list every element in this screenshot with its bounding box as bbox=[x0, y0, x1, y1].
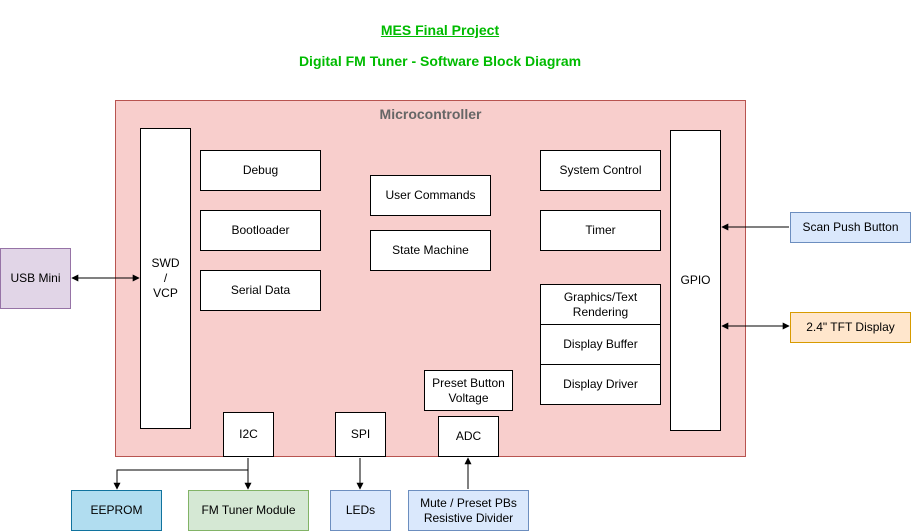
timer-block: Timer bbox=[540, 210, 661, 251]
debug-block: Debug bbox=[200, 150, 321, 191]
display-driver-block: Display Driver bbox=[540, 364, 661, 405]
adc-block: ADC bbox=[438, 416, 499, 457]
state-machine-block: State Machine bbox=[370, 230, 491, 271]
mute-preset-divider-block: Mute / Preset PBs Resistive Divider bbox=[408, 490, 529, 531]
user-commands-block: User Commands bbox=[370, 175, 491, 216]
gpio-block: GPIO bbox=[670, 130, 721, 431]
swd-vcp-block: SWD / VCP bbox=[140, 128, 191, 429]
i2c-block: I2C bbox=[223, 412, 274, 457]
scan-push-button-block: Scan Push Button bbox=[790, 212, 911, 243]
microcontroller-title: Microcontroller bbox=[379, 106, 482, 122]
display-buffer-block: Display Buffer bbox=[540, 324, 661, 365]
diagram-title: MES Final Project bbox=[380, 22, 500, 38]
diagram-subtitle: Digital FM Tuner - Software Block Diagra… bbox=[298, 53, 582, 69]
graphics-rendering-block: Graphics/Text Rendering bbox=[540, 284, 661, 325]
preset-button-voltage-block: Preset Button Voltage bbox=[424, 370, 513, 411]
bootloader-block: Bootloader bbox=[200, 210, 321, 251]
tft-display-block: 2.4" TFT Display bbox=[790, 312, 911, 343]
spi-block: SPI bbox=[335, 412, 386, 457]
i2c-eeprom-arrow bbox=[113, 458, 249, 490]
leds-block: LEDs bbox=[330, 490, 391, 531]
serial-data-block: Serial Data bbox=[200, 270, 321, 311]
usb-mini-block: USB Mini bbox=[0, 248, 71, 309]
system-control-block: System Control bbox=[540, 150, 661, 191]
